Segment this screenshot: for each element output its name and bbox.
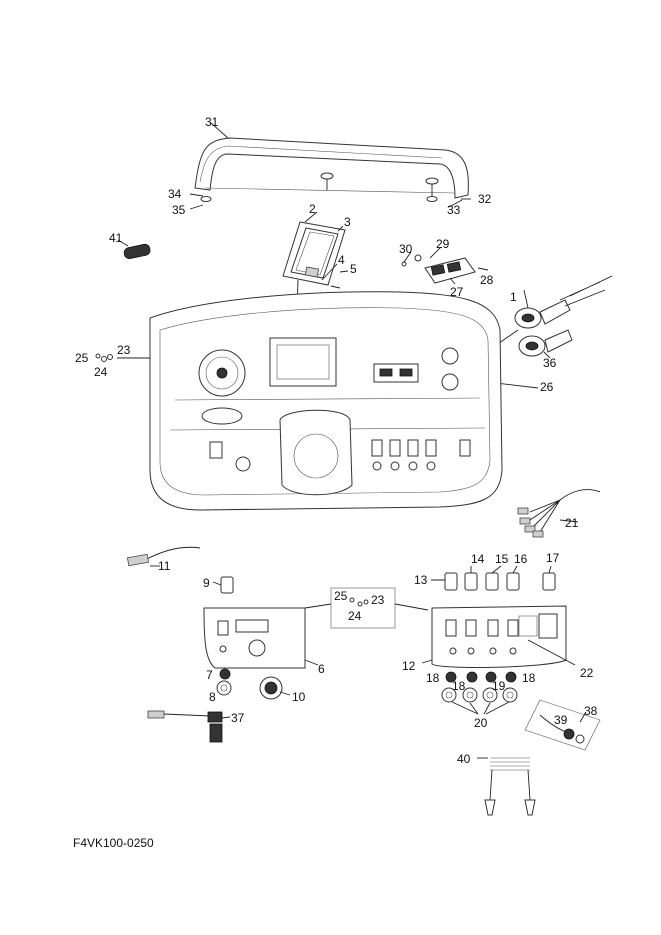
callout-28: 28 xyxy=(480,273,494,287)
callout-23-top: 23 xyxy=(117,343,131,357)
callout-35: 35 xyxy=(172,203,186,217)
switch-bracket-27 xyxy=(401,246,489,285)
display-unit-2-3 xyxy=(282,211,349,346)
callout-2: 2 xyxy=(309,202,316,216)
right-switch-panel-12 xyxy=(421,565,576,715)
dashboard-main xyxy=(149,291,503,511)
callout-21: 21 xyxy=(565,516,579,530)
callout-29: 29 xyxy=(436,237,450,251)
callout-1: 1 xyxy=(510,290,517,304)
callout-19: 19 xyxy=(492,679,506,693)
callout-25-top: 25 xyxy=(75,351,89,365)
callout-17: 17 xyxy=(546,551,560,565)
callout-16: 16 xyxy=(514,552,528,566)
callout-23-box: 23 xyxy=(371,593,385,607)
diagram-reference-code: F4VK100-0250 xyxy=(73,836,154,850)
callout-13: 13 xyxy=(414,573,428,587)
callout-9: 9 xyxy=(203,576,210,590)
callout-34: 34 xyxy=(168,187,182,201)
callout-20: 20 xyxy=(474,716,488,730)
callout-25-box: 25 xyxy=(334,589,348,603)
callout-18-right: 18 xyxy=(522,671,536,685)
wire-harness-21 xyxy=(517,489,601,538)
callout-15: 15 xyxy=(495,552,509,566)
callout-7: 7 xyxy=(206,668,213,682)
callout-6: 6 xyxy=(318,662,325,676)
callout-22: 22 xyxy=(580,666,594,680)
callout-4: 4 xyxy=(338,253,345,267)
callout-18-left: 18 xyxy=(426,671,440,685)
left-switch-panel-6 xyxy=(203,576,319,700)
callout-10: 10 xyxy=(292,690,306,704)
callout-33: 33 xyxy=(447,203,461,217)
callout-40: 40 xyxy=(457,752,471,766)
callout-31: 31 xyxy=(205,115,219,129)
key-41 xyxy=(117,239,151,260)
coiled-lanyard-40 xyxy=(477,757,536,816)
callout-36: 36 xyxy=(543,356,557,370)
callout-26: 26 xyxy=(540,380,554,394)
fasteners-23-24-25-top xyxy=(95,353,152,362)
callout-24-top: 24 xyxy=(94,365,108,379)
callout-41: 41 xyxy=(109,231,123,245)
callout-32: 32 xyxy=(478,192,492,206)
callout-14: 14 xyxy=(471,552,485,566)
callout-5: 5 xyxy=(350,262,357,276)
callout-27: 27 xyxy=(450,285,464,299)
callout-12: 12 xyxy=(402,659,416,673)
grab-bar-31 xyxy=(189,122,471,210)
fastener-detail-box xyxy=(304,587,429,629)
connector-37 xyxy=(147,710,231,743)
callout-18-mid: 18 xyxy=(452,679,466,693)
callout-8: 8 xyxy=(209,690,216,704)
key-switch-38-39 xyxy=(524,699,601,751)
cable-11 xyxy=(126,546,201,567)
callout-30: 30 xyxy=(399,242,413,256)
callout-11: 11 xyxy=(158,559,171,573)
callout-38: 38 xyxy=(584,704,598,718)
callout-labels: 31 34 35 32 33 41 2 3 4 5 30 29 28 27 1 … xyxy=(75,115,598,766)
callout-39: 39 xyxy=(554,713,568,727)
callout-37: 37 xyxy=(231,711,245,725)
callout-24-box: 24 xyxy=(348,609,362,623)
callout-3: 3 xyxy=(344,215,351,229)
